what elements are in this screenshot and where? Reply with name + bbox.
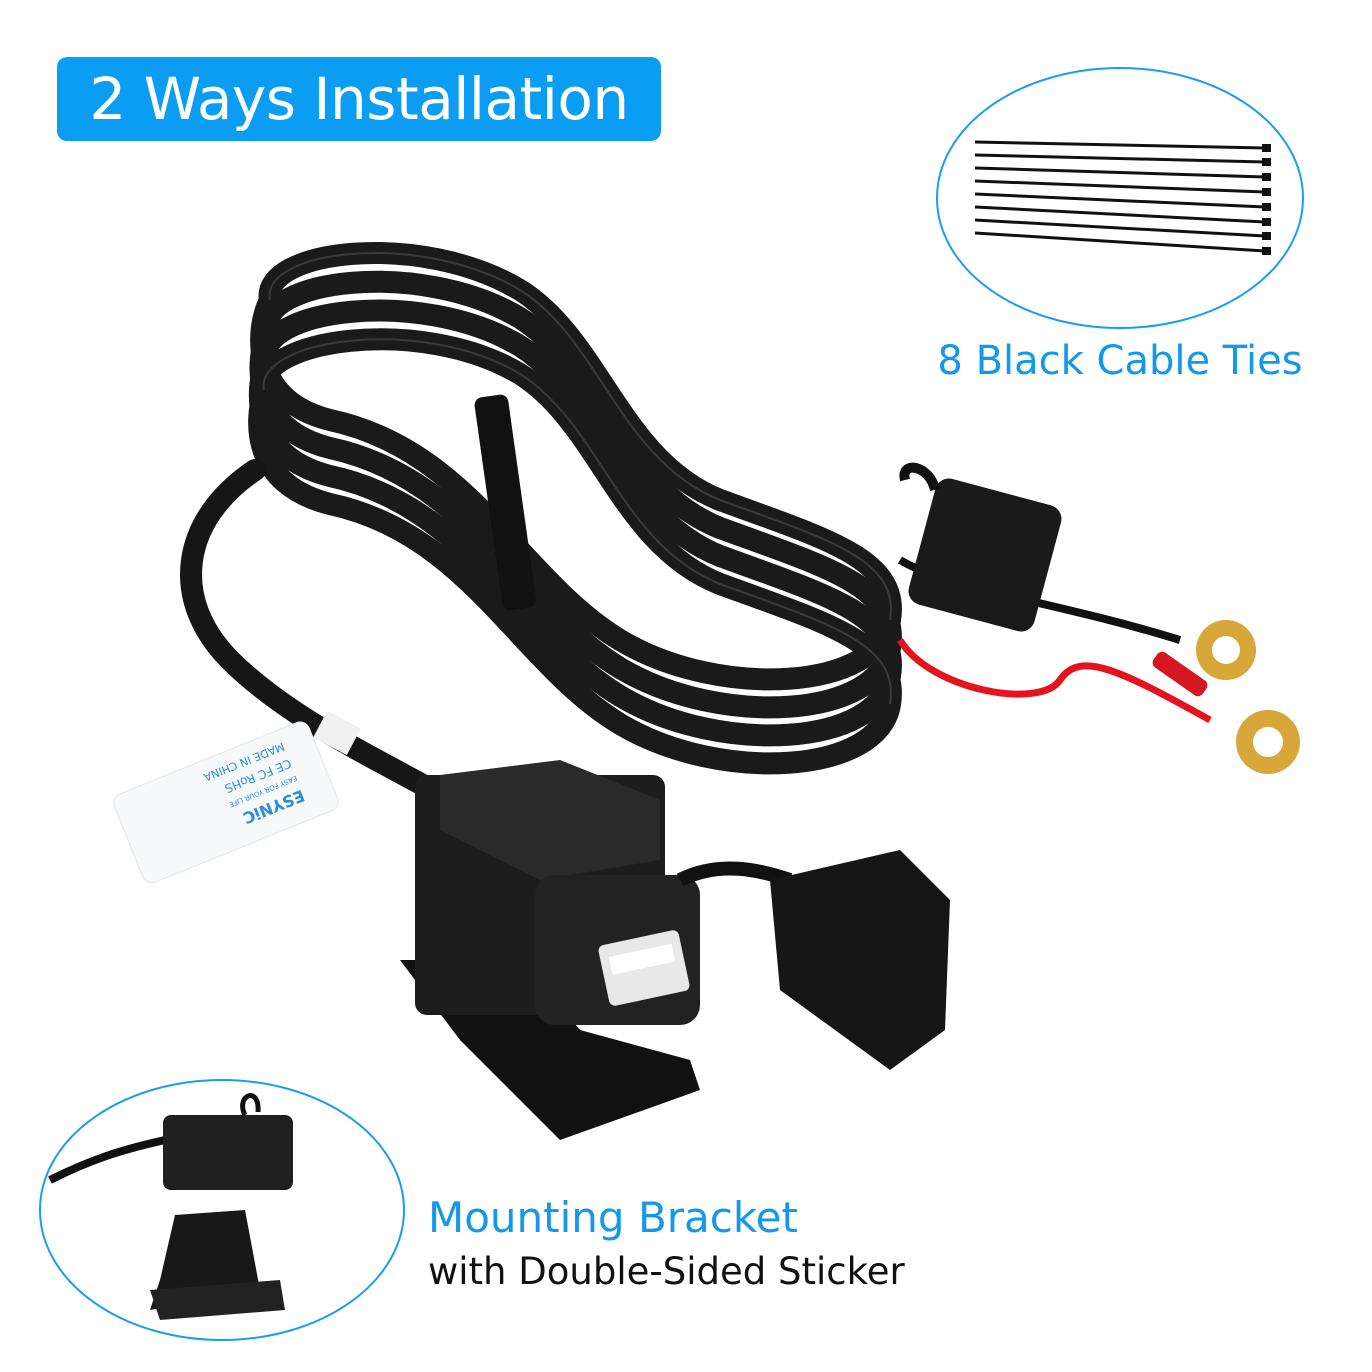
- cable-ties-callout: [936, 67, 1304, 329]
- usb-socket: [400, 760, 950, 1140]
- product-label: ESYNiC EASY FOR YOUR LIFE CE FC RoHS MAD…: [113, 721, 339, 884]
- page-title: 2 Ways Installation: [57, 57, 661, 141]
- cable-ties-label: 8 Black Cable Ties: [937, 338, 1303, 384]
- cable-ties-icon: [974, 140, 1266, 253]
- mounting-bracket-callout: [39, 1079, 405, 1341]
- cable-coil: [248, 242, 902, 775]
- mounting-bracket-title: Mounting Bracket: [428, 1193, 798, 1242]
- fuse-holder: [908, 478, 1062, 632]
- usb-cap: [770, 850, 950, 1070]
- mounting-bracket-subtitle: with Double-Sided Sticker: [428, 1250, 905, 1293]
